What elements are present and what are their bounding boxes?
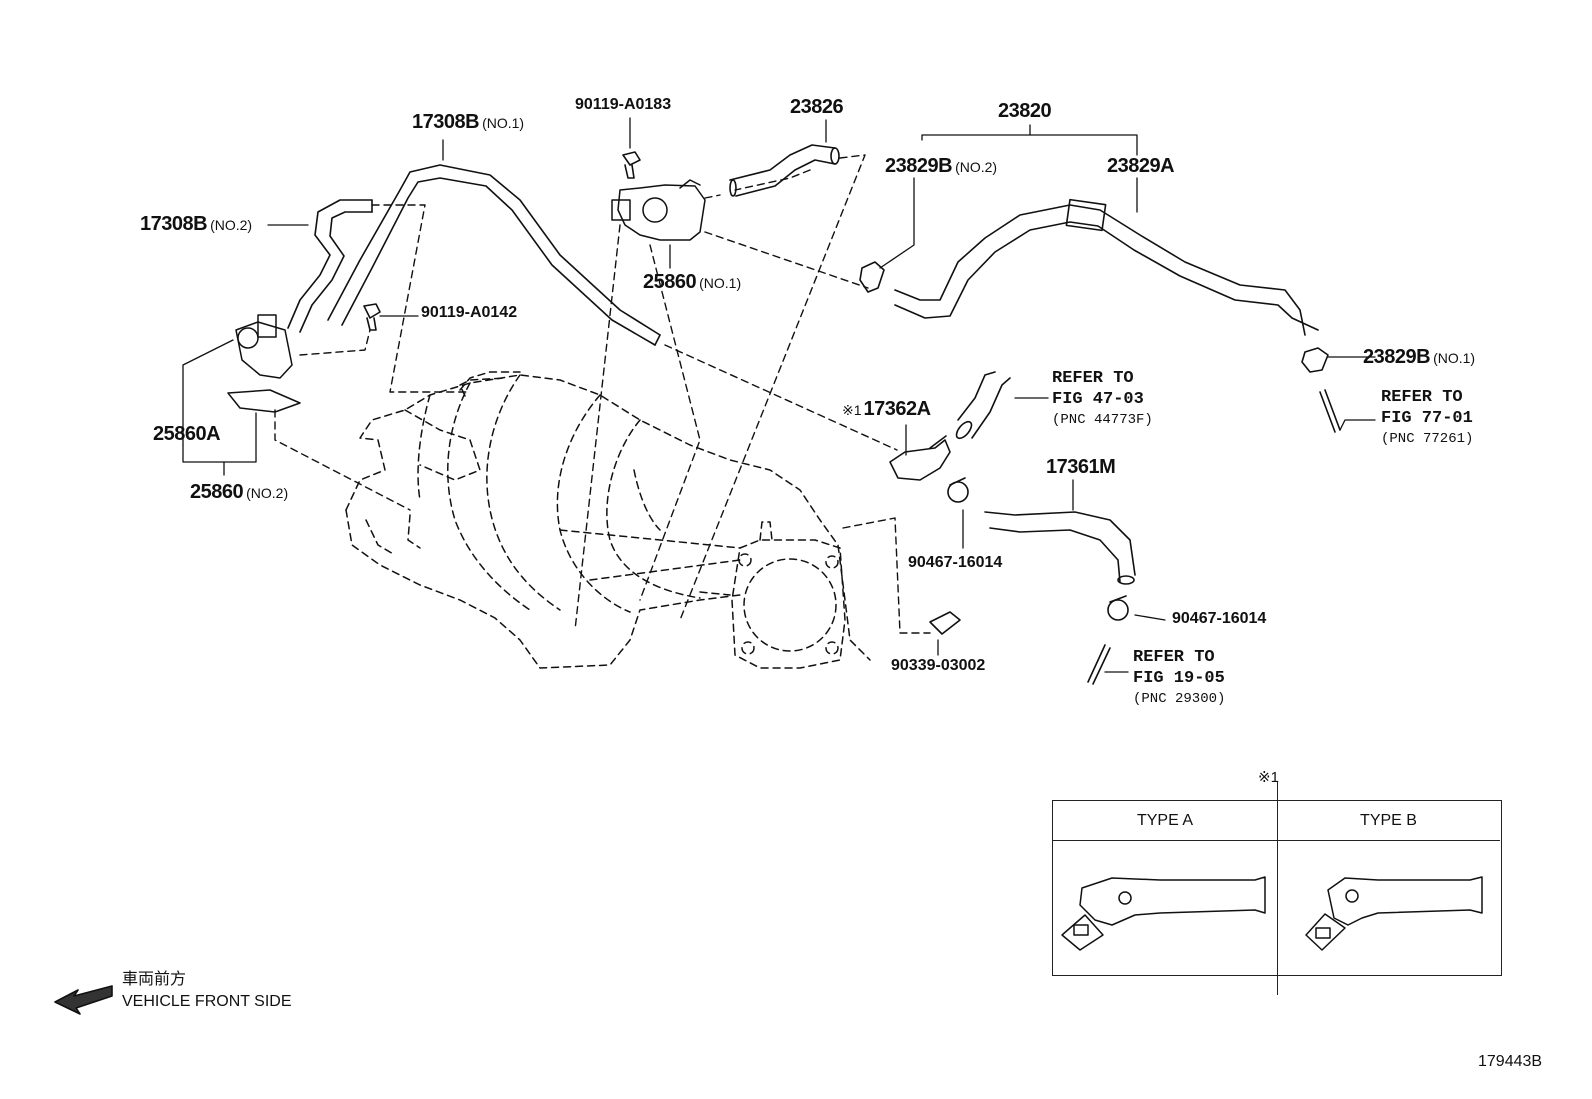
label-23820: 23820: [998, 100, 1052, 122]
pipe-fig1905: [1087, 644, 1111, 685]
ref-line: FIG 47-03: [1052, 390, 1144, 409]
label-17361m: 17361M: [1046, 456, 1116, 478]
vehicle-front-jp: 車両前方: [122, 971, 187, 988]
part-number: 25860: [643, 271, 697, 293]
label-90119-a0142: 90119-A0142: [421, 304, 518, 321]
ref-fig-19-05[interactable]: REFER TO FIG 19-05 (PNC 29300): [1133, 647, 1225, 710]
bolt-90119-a0142: [363, 303, 381, 331]
part-number: 17308B: [140, 213, 208, 235]
type-table: TYPE A TYPE B: [1052, 781, 1502, 995]
ref-pnc: (PNC 29300): [1133, 691, 1226, 707]
label-90467-16014-b: 90467-16014: [1172, 610, 1267, 627]
part-qualifier: (NO.1): [1433, 350, 1476, 366]
label-25860-no1: 25860(NO.1): [643, 272, 741, 292]
hose-17361m: [984, 511, 1136, 583]
type-table-divider: [1277, 781, 1278, 995]
hose-23829a: [894, 204, 1319, 336]
label-23829b-no1: 23829B(NO.1): [1363, 347, 1475, 367]
pipe-fig7701: [1319, 389, 1341, 433]
hose-23826: [729, 144, 836, 197]
ref-fig-77-01[interactable]: REFER TO FIG 77-01 (PNC 77261): [1381, 387, 1473, 450]
part-number: 23829B: [885, 155, 953, 177]
clamp-90467-16014-b: [1107, 595, 1129, 621]
fitting-17362a: [889, 435, 951, 481]
ref-line: REFER TO: [1133, 648, 1215, 667]
stud-90339-03002: [929, 611, 961, 635]
label-90467-16014-a: 90467-16014: [908, 554, 1003, 571]
vsv-25860-no1: [611, 179, 706, 241]
clamp-90467-16014-a: [947, 477, 969, 503]
ref-pnc: (PNC 44773F): [1052, 412, 1153, 428]
leader-lines: [182, 117, 1376, 673]
part-qualifier: (NO.1): [699, 275, 742, 291]
ref-line: FIG 19-05: [1133, 669, 1225, 688]
label-90119-a0183: 90119-A0183: [575, 96, 672, 113]
bracket-25860a: [227, 389, 301, 413]
hose-17362a-upper: [957, 371, 1011, 439]
type-b-connector-drawing: [1305, 876, 1483, 951]
part-qualifier: (NO.2): [955, 159, 998, 175]
part-qualifier: (NO.1): [482, 115, 525, 131]
clamp-23829b-no1: [1301, 347, 1329, 373]
hose-17308b-no1: [327, 164, 661, 346]
bolt-90119-a0183: [622, 151, 641, 179]
ref-line: REFER TO: [1381, 388, 1463, 407]
ref-pnc: (PNC 77261): [1381, 431, 1474, 447]
note-mark: ※1: [842, 402, 862, 418]
label-25860a: 25860A: [153, 423, 221, 445]
label-23829a: 23829A: [1107, 155, 1175, 177]
vehicle-front-en: VEHICLE FRONT SIDE: [122, 993, 292, 1010]
part-number: 17308B: [412, 111, 480, 133]
hose-17308b-no2: [287, 199, 373, 333]
part-number: 17362A: [863, 398, 932, 420]
type-a-connector-drawing: [1061, 876, 1266, 951]
part-qualifier: (NO.2): [246, 485, 289, 501]
part-qualifier: (NO.2): [210, 217, 253, 233]
vsv-25860-no2: [235, 314, 293, 379]
label-23826: 23826: [790, 96, 844, 118]
ref-fig-47-03[interactable]: REFER TO FIG 47-03 (PNC 44773F): [1052, 368, 1153, 431]
figure-id: 179443B: [1478, 1053, 1543, 1070]
guide-lines: [274, 154, 931, 634]
intake-manifold: [345, 371, 871, 669]
label-90339-03002: 90339-03002: [891, 657, 986, 674]
type-b-header: TYPE B: [1277, 801, 1500, 841]
part-number: 23829B: [1363, 346, 1431, 368]
label-17308b-no1: 17308B(NO.1): [412, 112, 524, 132]
label-23829b-no2: 23829B(NO.2): [885, 156, 997, 176]
ref-line: FIG 77-01: [1381, 409, 1473, 428]
type-a-header: TYPE A: [1053, 801, 1277, 841]
type-table-mark: ※1: [1258, 769, 1279, 786]
vehicle-front-arrow: [54, 985, 113, 1015]
label-25860-no2: 25860(NO.2): [190, 482, 288, 502]
part-number: 25860: [190, 481, 244, 503]
clamp-23829b-no2: [859, 261, 885, 293]
label-17308b-no2: 17308B(NO.2): [140, 214, 252, 234]
ref-line: REFER TO: [1052, 369, 1134, 388]
